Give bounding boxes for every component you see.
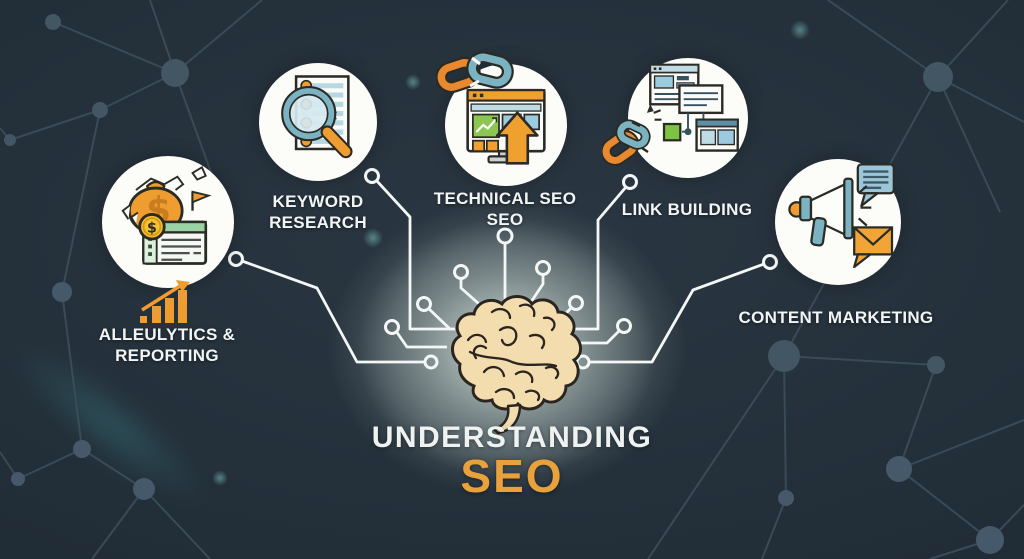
network-nodes <box>4 14 1004 554</box>
document-magnifier-icon <box>281 75 353 159</box>
bar-chart-growth-icon <box>140 280 190 323</box>
glow-dots <box>212 20 810 486</box>
title-seo: SEO <box>460 450 564 502</box>
label-keyword-research: KEYWORD RESEARCH <box>269 192 367 232</box>
label-content-marketing: CONTENT MARKETING <box>738 308 934 327</box>
browser-up-arrow-icon <box>466 88 546 165</box>
title-understanding: UNDERSTANDING <box>371 421 653 454</box>
label-analytics-reporting: ALLEULYTICS & REPORTING <box>98 325 236 365</box>
label-link-building: LINK BUILDING <box>621 200 753 219</box>
label-technical-seo: TECHNICAL SEO SEO <box>433 189 577 229</box>
chain-link-icon <box>602 119 651 166</box>
chain-link-icon <box>436 51 514 94</box>
brain-icon <box>451 295 582 435</box>
money-report-icon: $ $ <box>121 165 212 265</box>
megaphone-message-icon <box>788 163 895 269</box>
svg-text:$: $ <box>147 220 157 236</box>
analytics-circle: $ $ <box>102 156 234 288</box>
connected-windows-icon <box>646 63 739 152</box>
keyword-research-circle <box>259 63 377 181</box>
content-marketing-circle <box>775 159 901 285</box>
link-building-circle <box>628 58 748 178</box>
